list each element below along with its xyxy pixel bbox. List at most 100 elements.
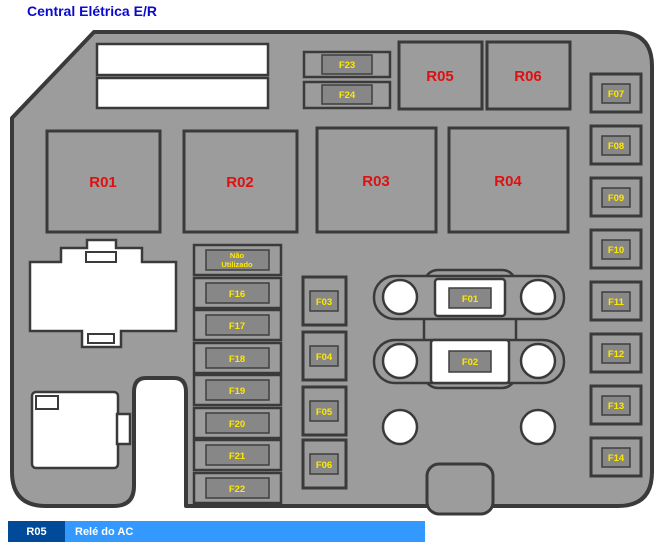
- relay-body: [45, 129, 162, 234]
- connector-upper-slot-bottom: [87, 333, 115, 344]
- relay-body: [397, 40, 484, 111]
- fuse-label-line1: Não: [230, 251, 245, 260]
- fuse-window: [309, 453, 339, 475]
- fuse-window: [601, 343, 631, 364]
- connector-upper-outline: [28, 238, 178, 349]
- fuse-label: F07: [608, 89, 624, 100]
- fuse-window: [321, 54, 373, 75]
- fuse-window: [601, 239, 631, 260]
- relay-r04[interactable]: R04: [447, 126, 570, 234]
- fuse-label: F09: [608, 193, 624, 204]
- terminal-circle: [519, 408, 557, 446]
- fuse-window: [448, 287, 492, 309]
- fuse-window: [601, 187, 631, 208]
- relay-r06[interactable]: R06: [485, 40, 572, 111]
- fuse-f13[interactable]: F13: [589, 384, 643, 426]
- relay-r03[interactable]: R03: [315, 126, 438, 234]
- fuse-window: [601, 83, 631, 104]
- fuse-f14[interactable]: F14: [589, 436, 643, 478]
- fuse-f09[interactable]: F09: [589, 176, 643, 218]
- fuse-window: [205, 477, 270, 499]
- fuse-label: F02: [462, 357, 478, 368]
- relay-r02[interactable]: R02: [182, 129, 299, 234]
- fuse-body: [589, 384, 643, 426]
- fuse-window: [309, 290, 339, 312]
- fuse-label: F17: [229, 321, 245, 332]
- connector-lower-body: [30, 390, 120, 470]
- fuse-f02[interactable]: F02: [429, 338, 511, 385]
- relay-label: R02: [226, 174, 254, 191]
- fuse-f07[interactable]: F07: [589, 72, 643, 114]
- fuse-window: [205, 249, 270, 271]
- relay-r05[interactable]: R05: [397, 40, 484, 111]
- relay-label: R01: [89, 174, 117, 191]
- fuse-f08[interactable]: F08: [589, 124, 643, 166]
- fuse-f17[interactable]: F17: [192, 308, 283, 342]
- fuse-label: F05: [316, 407, 333, 418]
- fuse-window: [601, 447, 631, 468]
- fuse-f16[interactable]: F16: [192, 276, 283, 310]
- page-title: Central Elétrica E/R: [27, 3, 157, 19]
- fuse-f01[interactable]: F01: [433, 277, 507, 318]
- fuse-label: F23: [339, 60, 355, 71]
- fuse-window: [321, 84, 373, 105]
- terminal-circle: [381, 342, 419, 380]
- relay-label: R04: [494, 173, 522, 190]
- connector-lower-slot: [35, 395, 59, 410]
- connector-lower: [30, 390, 132, 470]
- fuse-label: F10: [608, 245, 624, 256]
- fuse-label: F14: [608, 453, 625, 464]
- fuse-f19[interactable]: F19: [192, 373, 283, 407]
- fuse-f22[interactable]: F22: [192, 471, 283, 505]
- fuse-window: [205, 379, 270, 401]
- fuse-window: [205, 412, 270, 434]
- fuse-label: F16: [229, 289, 245, 300]
- fuse-f23[interactable]: F23: [302, 50, 392, 79]
- fuse-f06[interactable]: F06: [301, 438, 348, 490]
- fuse-f10[interactable]: F10: [589, 228, 643, 270]
- fuse-window: [309, 345, 339, 367]
- fuse-label: F01: [462, 294, 479, 305]
- bottom-tab: [425, 462, 495, 516]
- fuse-f03[interactable]: F03: [301, 275, 348, 327]
- connector-upper: [28, 238, 178, 349]
- fuse-label: F08: [608, 141, 624, 152]
- terminal-circle: [519, 342, 557, 380]
- fuse-label: F13: [608, 401, 624, 412]
- fuse-f18[interactable]: F18: [192, 341, 283, 375]
- fuse-not-used[interactable]: Não Utilizado: [192, 243, 283, 277]
- fuse-label-line2: Utilizado: [221, 260, 253, 269]
- relay-label: R05: [426, 68, 454, 85]
- fuse-f21[interactable]: F21: [192, 438, 283, 472]
- empty-slot-2: [95, 76, 270, 110]
- relay-label: R06: [514, 68, 542, 85]
- relay-body: [447, 126, 570, 234]
- fuse-f11[interactable]: F11: [589, 280, 643, 322]
- fuse-label: F12: [608, 349, 624, 360]
- fuse-f12[interactable]: F12: [589, 332, 643, 374]
- terminal-circle: [381, 408, 419, 446]
- terminal-circle: [519, 278, 557, 316]
- fuse-label: F24: [339, 90, 356, 101]
- fuse-window: [205, 314, 270, 336]
- fuse-label: F19: [229, 386, 245, 397]
- fuse-label: F11: [608, 297, 625, 308]
- center-block: F01 F02: [372, 268, 566, 446]
- fuse-f24[interactable]: F24: [302, 80, 392, 110]
- fuse-window: [205, 282, 270, 304]
- fuse-label: F18: [229, 354, 245, 365]
- relay-r01[interactable]: R01: [45, 129, 162, 234]
- relay-body: [485, 40, 572, 111]
- fuse-f20[interactable]: F20: [192, 406, 283, 440]
- fuse-window: [601, 135, 631, 156]
- fuse-label: F22: [229, 484, 245, 495]
- fuse-f05[interactable]: F05: [301, 385, 348, 437]
- fuse-window: [601, 395, 631, 416]
- fuse-label: F04: [316, 352, 333, 363]
- legend-bar[interactable]: R05 Relé do AC: [8, 521, 425, 542]
- fuse-f04[interactable]: F04: [301, 330, 348, 382]
- fuse-window: [205, 347, 270, 369]
- fuse-window: [205, 444, 270, 466]
- relay-body: [182, 129, 299, 234]
